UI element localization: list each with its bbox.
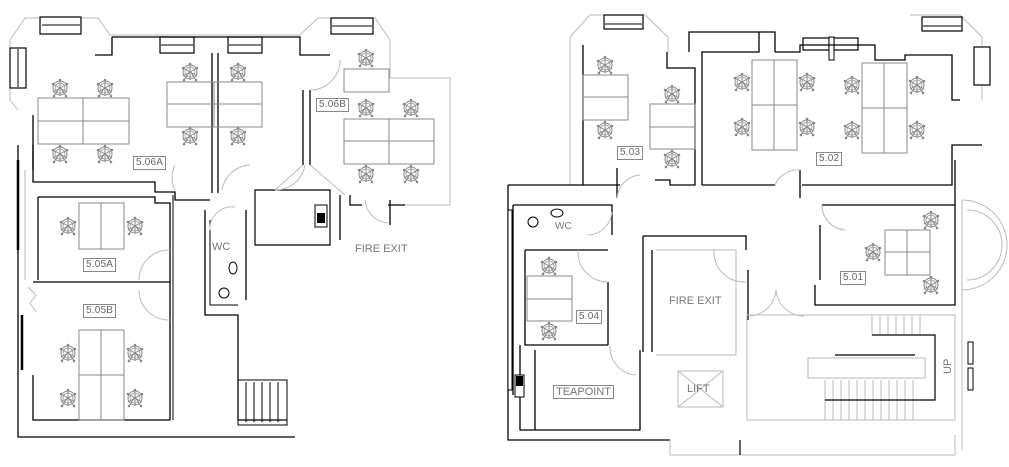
wc-label-west: WC: [212, 241, 231, 253]
west-furniture: [37, 68, 435, 421]
east-wing: [507, 14, 1008, 456]
fire-exit-label-west: FIRE EXIT: [355, 243, 408, 255]
fire-exit-label-east: FIRE EXIT: [669, 295, 722, 307]
teapoint-label: TEAPOINT: [553, 385, 615, 399]
room-label-5-03: 5.03: [617, 146, 644, 160]
west-wing: [9, 16, 451, 438]
room-label-5-05a: 5.05A: [83, 258, 117, 272]
east-furniture: [526, 59, 931, 322]
room-label-5-06a: 5.06A: [133, 156, 167, 170]
room-label-5-04: 5.04: [576, 310, 603, 324]
stairs-up-label: UP: [942, 358, 954, 374]
room-label-5-01: 5.01: [840, 271, 867, 285]
west-chairs: [51, 48, 420, 408]
east-chairs: [540, 55, 940, 341]
room-label-5-02: 5.02: [816, 152, 843, 166]
lift-label: LIFT: [687, 383, 710, 395]
room-label-5-06b: 5.06B: [316, 98, 350, 112]
room-label-5-05b: 5.05B: [83, 304, 117, 318]
wc-label-east: WC: [555, 221, 572, 232]
